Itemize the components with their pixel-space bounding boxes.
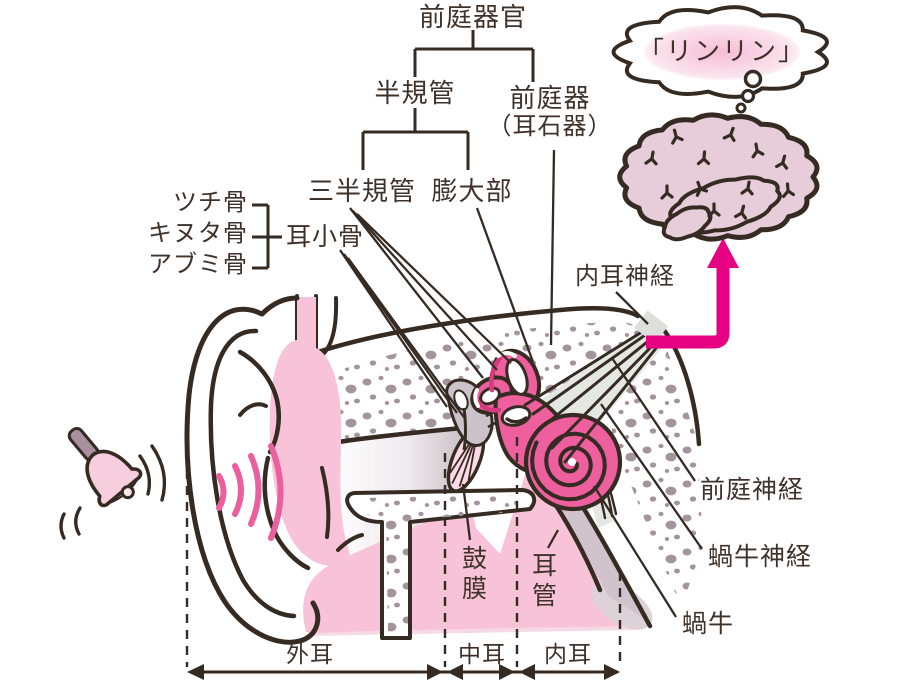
measurement-axis: [187, 664, 620, 680]
brain-sulcus-mark: [695, 180, 709, 197]
arrow-to-brain: [646, 238, 739, 349]
bell-sound-arcs: [59, 444, 167, 540]
label-vestibule: 前庭器: [509, 83, 591, 113]
region-dividers: [185, 406, 622, 667]
label-outer-ear: 外耳: [286, 641, 334, 667]
label-vestibular-nerve: 前庭神経: [699, 476, 805, 504]
label-tree-lines: [252, 30, 535, 270]
brain-sulcus-mark: [671, 128, 684, 145]
nerve-fibers: [523, 328, 659, 464]
pinna: [184, 295, 364, 645]
brain-sulcus-mark: [751, 142, 765, 159]
brain-sulcus-mark: [781, 182, 796, 199]
label-vestibular-organ: 前庭器官: [418, 2, 528, 32]
label-middle-ear: 中耳: [458, 641, 506, 667]
brain-sulcus-mark: [644, 150, 658, 166]
inner-ear-structure: [470, 310, 669, 528]
label-otolith-organ: （耳石器）: [487, 113, 613, 140]
label-stapes: アブミ骨: [148, 251, 248, 278]
speech-bubble-text: 「リンリン」: [637, 36, 807, 66]
brain-sulcus-mark: [734, 204, 748, 220]
leader-lines: [339, 149, 703, 618]
brain-sulcus-mark: [775, 154, 789, 170]
brain-sulcus-mark: [707, 202, 721, 218]
bell-icon: [59, 426, 167, 540]
brain-sulcus-mark: [696, 150, 711, 166]
label-cochlear-nerve: 蝸牛神経: [707, 543, 813, 571]
label-inner-ear-nerve: 内耳神経: [575, 263, 675, 290]
lower-bone-strut: [345, 488, 537, 640]
sound-waves-icon: [216, 443, 284, 541]
label-incus: キヌタ骨: [148, 220, 248, 247]
brain-sulcus-mark: [660, 184, 674, 200]
label-cochlea: 蝸牛: [681, 610, 735, 638]
brain-sulcus-mark: [722, 126, 736, 143]
label-semicircular-canal: 半規管: [374, 78, 456, 108]
label-inner-ear: 内耳: [544, 641, 592, 667]
label-eustachian-tube: 耳管: [528, 552, 557, 612]
label-ossicles: 耳小骨: [286, 223, 365, 251]
label-malleus: ツチ骨: [173, 189, 248, 216]
brain-icon: [617, 112, 820, 242]
brain-sulcus-mark: [740, 180, 754, 196]
label-ampulla: 膨大部: [431, 176, 513, 206]
label-eardrum: 鼓膜: [458, 545, 487, 605]
thought-bubble-icon: [611, 5, 829, 114]
label-three-semicircular-canals: 三半規管: [307, 176, 417, 206]
